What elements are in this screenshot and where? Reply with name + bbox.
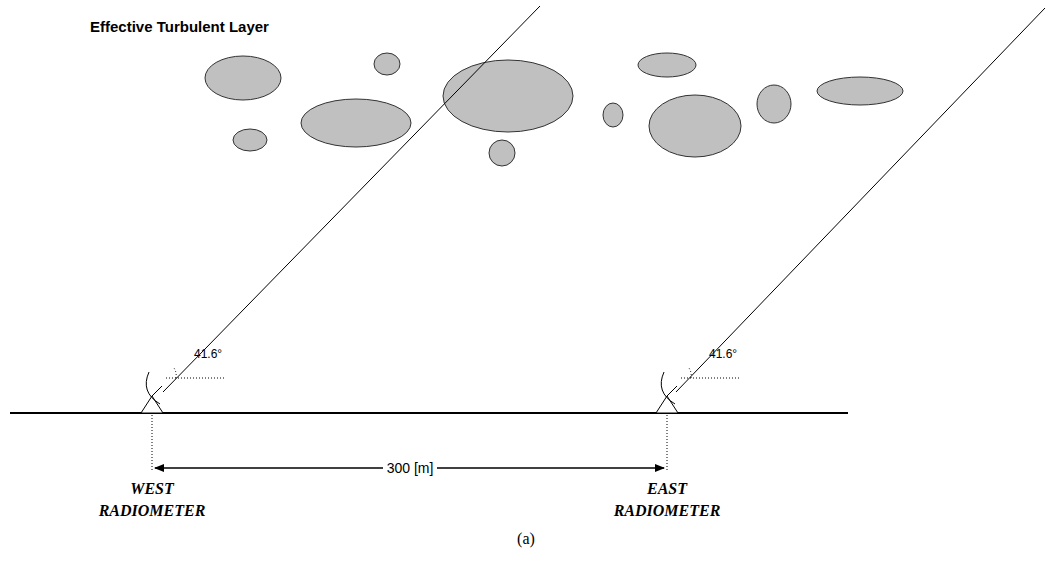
angle-label: 41.6° — [194, 348, 222, 362]
dimension-label: 300 [m] — [383, 460, 438, 476]
turbulent-eddies — [205, 53, 903, 166]
radiometer-label: WEST RADIOMETER — [97, 478, 207, 521]
radiometer-symbol — [141, 372, 678, 413]
radiometer-label: EAST RADIOMETER — [612, 478, 722, 521]
ground-line — [10, 412, 848, 414]
reference-lines — [152, 368, 739, 470]
layer-label: Effective Turbulent Layer — [90, 18, 269, 35]
angle-label: 41.6° — [709, 348, 737, 362]
beam-lines — [163, 6, 1045, 392]
caption: (a) — [517, 530, 535, 548]
